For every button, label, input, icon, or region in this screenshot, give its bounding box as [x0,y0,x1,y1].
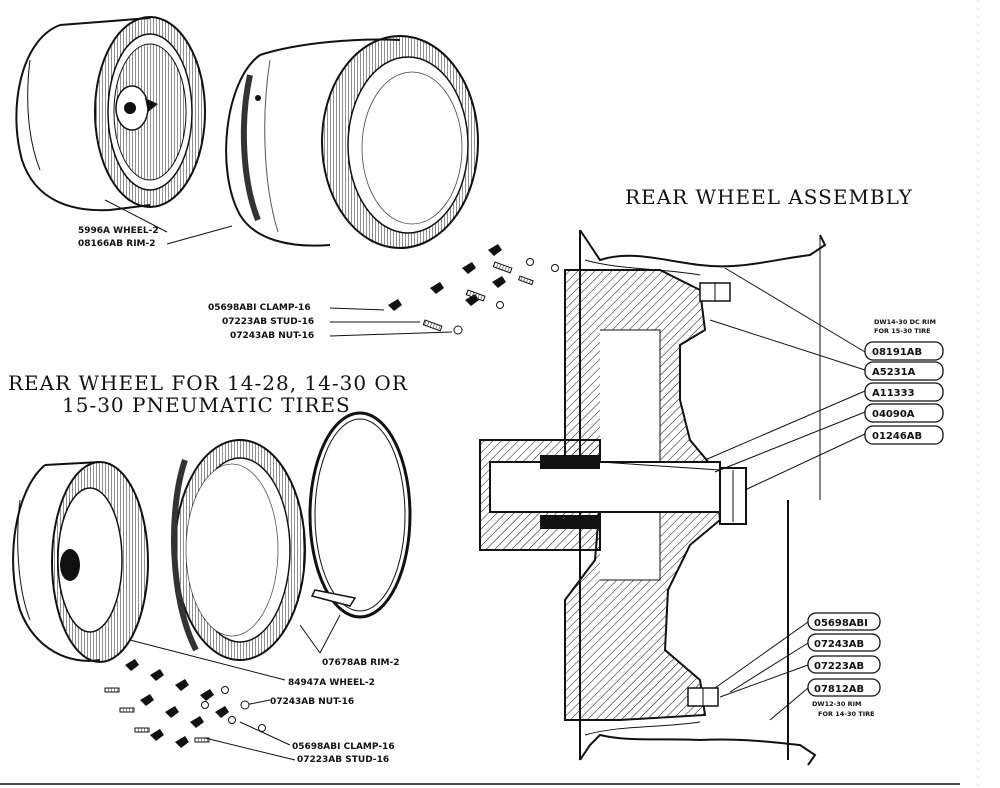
part-05698ABI: 05698ABI [814,618,868,629]
leader-wheel [104,199,168,233]
assembly-title: REAR WHEEL ASSEMBLY [625,185,913,209]
assembly-cross-section [479,229,827,766]
bottom-callout-0: 05698ABI [807,612,881,631]
bottom-note-line1: DW12-30 RIM [812,700,862,708]
lower-clamp-label: 05698ABI CLAMP-16 [292,742,395,752]
section-title-line2: 15-30 PNEUMATIC TIRES [62,393,351,417]
part-04090A: 04090A [872,409,915,420]
section-title-line1: REAR WHEEL FOR 14-28, 14-30 OR [8,371,408,395]
part-07223AB: 07223AB [814,661,864,672]
upper-rim-label: 08166AB RIM-2 [78,239,156,249]
part-07812AB: 07812AB [814,684,864,695]
upper-clamp-label: 05698ABI CLAMP-16 [208,303,311,313]
top-callout-3: 04090A [864,403,944,423]
upper-rim-illustration [225,35,479,249]
part-07243AB: 07243AB [814,639,864,650]
bottom-callout-1: 07243AB [807,633,881,652]
top-callout-4: 01246AB [864,425,944,445]
top-note-line2: FOR 15-30 TIRE [874,327,931,335]
bottom-callout-2: 07223AB [807,655,881,674]
upper-hardware-cluster [388,244,559,335]
leader-rim [166,225,233,245]
bottom-note-line2: FOR 14-30 TIRE [818,710,875,718]
part-A11333: A11333 [872,388,915,399]
lower-rim-label: 07678AB RIM-2 [322,658,400,668]
top-callout-2: A11333 [864,382,944,402]
upper-wheel-illustration [15,16,206,212]
part-01246AB: 01246AB [872,431,922,442]
top-callout-0: 08191AB [864,341,944,361]
lower-lock-ring-illustration [308,411,412,619]
lower-stud-label: 07223AB STUD-16 [297,755,389,765]
upper-wheel-label: 5996A WHEEL-2 [78,226,159,236]
top-callout-1: A5231A [864,361,944,381]
lower-wheel-label: 84947A WHEEL-2 [288,678,375,688]
part-08191AB: 08191AB [872,347,922,358]
part-A5231A: A5231A [872,367,916,378]
bottom-callout-3: 07812AB [807,678,881,697]
lower-nut-label: 07243AB NUT-16 [270,697,354,707]
upper-nut-label: 07243AB NUT-16 [230,331,314,341]
upper-stud-label: 07223AB STUD-16 [222,317,314,327]
lower-wheel-illustration [12,461,149,663]
top-note-line1: DW14-30 DC RIM [874,318,936,326]
lower-rim-illustration [171,439,306,661]
lower-hardware-cluster [104,659,266,748]
